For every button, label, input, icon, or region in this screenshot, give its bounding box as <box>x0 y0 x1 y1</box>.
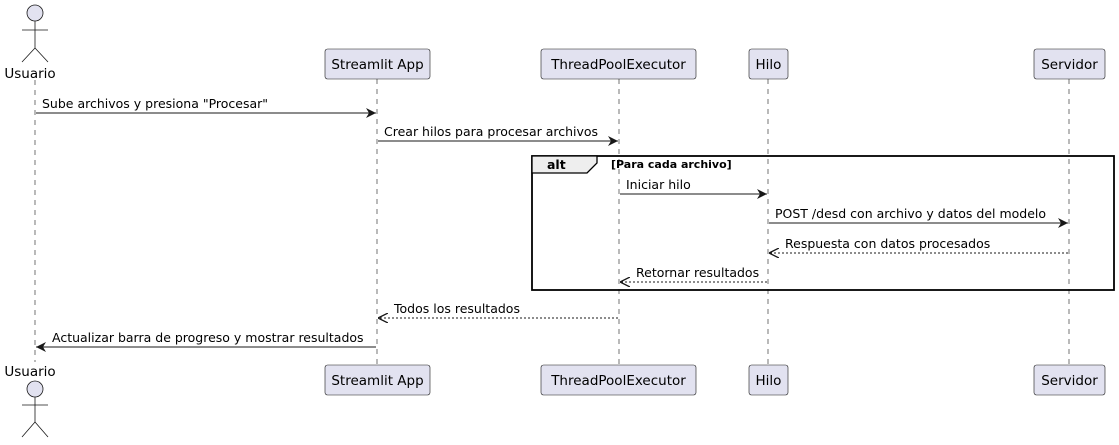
message-1: Sube archivos y presiona "Procesar" <box>36 96 376 118</box>
actor-usuario-top: Usuario <box>4 4 56 82</box>
message-2: Crear hilos para procesar archivos <box>378 124 618 146</box>
actor-leg-left <box>21 421 36 438</box>
message-label: Crear hilos para procesar archivos <box>384 124 598 139</box>
participant-hilo-bottom: Hilo <box>748 364 789 396</box>
actor-usuario-label: Usuario <box>4 364 55 380</box>
message-label: Respuesta con datos procesados <box>785 236 990 251</box>
participant-label: ThreadPoolExecutor <box>550 373 686 389</box>
participant-box <box>748 48 789 80</box>
message-label: Iniciar hilo <box>626 177 691 192</box>
message-3: Iniciar hilo <box>620 177 767 199</box>
actor-usuario-bottom: Usuario <box>4 364 56 438</box>
alt-fragment: alt [Para cada archivo] <box>531 155 1115 291</box>
actor-head <box>26 380 44 398</box>
participant-label: ThreadPoolExecutor <box>550 57 686 73</box>
participant-label: Hilo <box>756 373 782 389</box>
participant-box <box>1033 48 1106 80</box>
message-7: Todos los resultados <box>378 301 618 318</box>
fragment-keyword: alt <box>547 157 566 172</box>
participant-label: Hilo <box>756 57 782 73</box>
message-label: POST /desd con archivo y datos del model… <box>775 206 1046 221</box>
actor-leg-right <box>34 47 49 63</box>
participant-box <box>540 364 697 396</box>
participants-top: Usuario Streamlit App ThreadPoolExecutor… <box>4 4 1106 82</box>
message-4: POST /desd con archivo y datos del model… <box>769 206 1068 228</box>
fragment-header <box>531 155 598 174</box>
participant-label: Servidor <box>1041 373 1098 389</box>
actor-usuario-label: Usuario <box>4 66 55 82</box>
participant-label: Streamlit App <box>331 373 423 389</box>
message-6: Retornar resultados <box>620 265 767 282</box>
participant-box <box>324 48 431 80</box>
lifelines <box>34 79 1070 365</box>
participant-box <box>324 364 431 396</box>
participant-box <box>748 364 789 396</box>
participant-streamlit-app-bottom: Streamlit App <box>324 364 431 396</box>
participant-streamlit-app-top: Streamlit App <box>324 48 431 80</box>
actor-leg-left <box>21 47 36 63</box>
message-label: Todos los resultados <box>393 301 520 316</box>
participant-label: Servidor <box>1041 57 1098 73</box>
message-8: Actualizar barra de progreso y mostrar r… <box>36 330 376 352</box>
participant-label: Streamlit App <box>331 57 423 73</box>
actor-head <box>26 4 44 22</box>
participant-box <box>1033 364 1106 396</box>
fragment-guard: [Para cada archivo] <box>611 158 732 171</box>
participant-threadpoolexecutor-top: ThreadPoolExecutor <box>540 48 697 80</box>
actor-leg-right <box>34 421 49 438</box>
fragment-frame <box>531 155 1115 291</box>
participant-servidor-bottom: Servidor <box>1033 364 1106 396</box>
message-5: Respuesta con datos procesados <box>769 236 1068 253</box>
participant-servidor-top: Servidor <box>1033 48 1106 80</box>
participant-threadpoolexecutor-bottom: ThreadPoolExecutor <box>540 364 697 396</box>
participants-bottom: Usuario Streamlit App ThreadPoolExecutor… <box>4 364 1106 438</box>
participant-hilo-top: Hilo <box>748 48 789 80</box>
message-label: Sube archivos y presiona "Procesar" <box>42 96 268 111</box>
message-label: Actualizar barra de progreso y mostrar r… <box>52 330 364 345</box>
messages: Sube archivos y presiona "Procesar" Crear… <box>36 96 1068 352</box>
participant-box <box>540 48 697 80</box>
message-label: Retornar resultados <box>636 265 759 280</box>
